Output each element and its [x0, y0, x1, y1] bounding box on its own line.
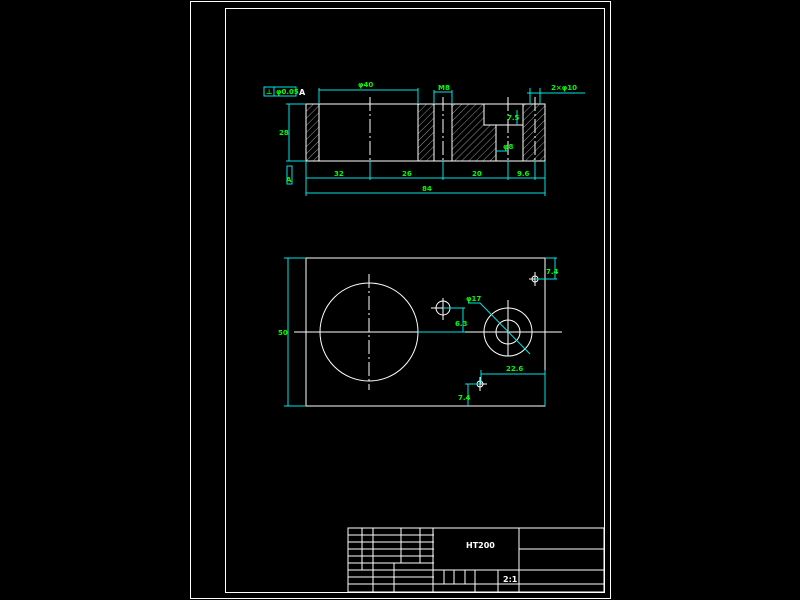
dim-holes: 2×φ10: [551, 84, 577, 92]
tolerance-value: φ0.05: [276, 88, 299, 96]
perpendicularity-symbol: ⊥: [266, 88, 272, 96]
material: HT200: [466, 541, 495, 550]
front-view: ⊥ φ0.05 A φ40 M8 2×φ10 28 7.5 φ8 A 32 26…: [263, 81, 585, 196]
dim-bore-dia: φ40: [358, 81, 373, 89]
hatch-mid: [418, 104, 434, 161]
dim-d3: 20: [472, 170, 482, 178]
title-block: HT200 2:1: [347, 527, 605, 593]
dim-offset-y: 6.3: [455, 320, 468, 328]
hatch-left: [306, 104, 319, 161]
dim-corner-offset: 7.4: [546, 268, 559, 276]
dim-hole-x: 22.6: [506, 365, 523, 373]
dim-d1: 32: [334, 170, 344, 178]
dim-counterbore-depth: 7.5: [507, 114, 520, 122]
hatch-right-block: [452, 104, 496, 161]
datum-label: A: [299, 88, 306, 97]
dim-total-length: 84: [422, 185, 432, 193]
dim-bottom-offset: 7.4: [458, 394, 471, 402]
dim-height: 28: [279, 129, 289, 137]
hatch-right: [523, 104, 545, 161]
dim-width: 50: [278, 329, 288, 337]
outer-frame: [190, 1, 611, 599]
dim-d2: 26: [402, 170, 412, 178]
dim-counterbore-dia: φ8: [503, 143, 513, 151]
dim-hole-dia: φ17: [466, 295, 481, 303]
datum-a: A: [286, 176, 292, 184]
top-view: 50 φ17 6.3 7.4 22.6 7.4: [278, 257, 562, 407]
dim-slot-width: M8: [438, 84, 450, 92]
scale: 2:1: [503, 575, 518, 584]
dim-d4: 9.6: [517, 170, 530, 178]
front-outline: [305, 103, 546, 162]
